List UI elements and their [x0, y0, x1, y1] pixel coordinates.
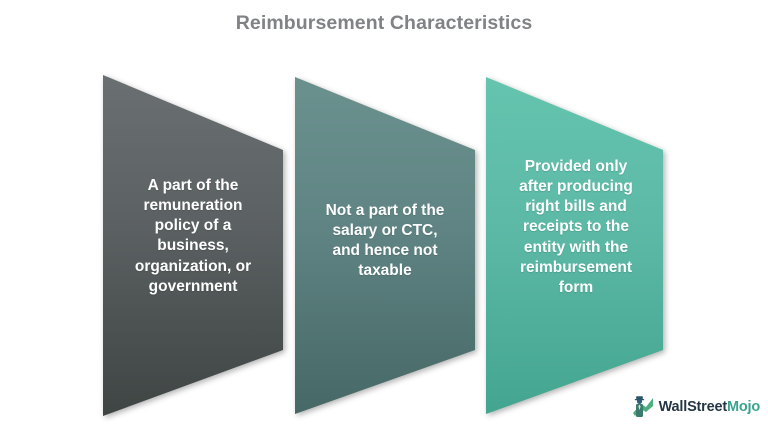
- panel-1-text: A part of the remuneration policy of a b…: [134, 177, 252, 295]
- panel-3-text: Provided only after producing right bill…: [519, 158, 633, 296]
- wallstreetmojo-logo[interactable]: WallStreetMojo: [629, 390, 760, 424]
- wallstreetmojo-wordmark: WallStreetMojo: [658, 399, 761, 415]
- characteristic-panel-2[interactable]: Not a part of the salary or CTC, and hen…: [292, 0, 478, 432]
- page-title: Reimbursement Characteristics: [235, 12, 533, 34]
- characteristic-panel-1[interactable]: A part of the remuneration policy of a b…: [100, 0, 286, 432]
- logo-word-primary: WallStreet: [658, 399, 728, 415]
- panel-2-shape: [292, 0, 478, 432]
- panel-1-shape: [100, 0, 286, 432]
- panel-2-text: Not a part of the salary or CTC, and hen…: [325, 202, 445, 280]
- characteristic-panel-3[interactable]: Provided only after producing right bill…: [483, 0, 669, 432]
- panel-3-shape: [483, 0, 669, 432]
- wallstreetmojo-figure-icon: [629, 393, 655, 421]
- logo-word-accent: Mojo: [726, 399, 760, 415]
